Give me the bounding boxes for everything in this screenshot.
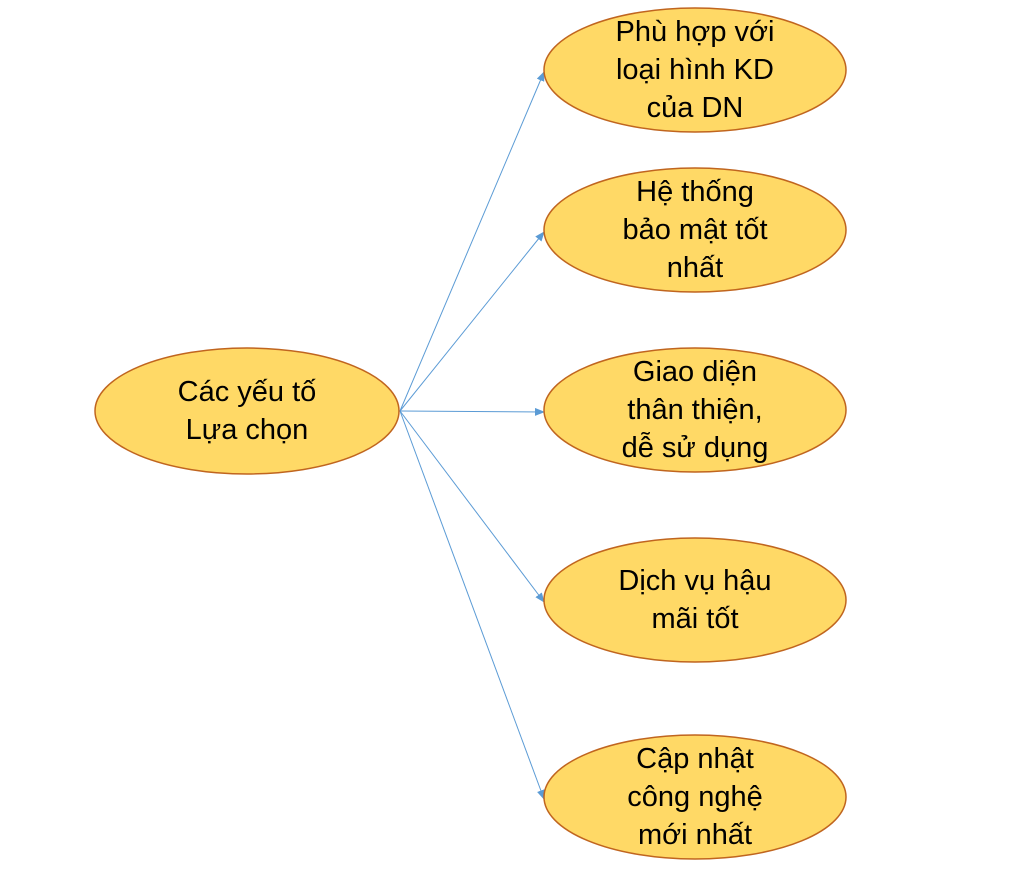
child-line: mới nhất [637,819,753,851]
child-line: Phù hợp với [615,16,775,48]
connector-arrow [399,410,545,603]
connector-arrow [399,410,545,800]
child-line: của DN [646,92,744,124]
root-ellipse [94,347,400,475]
connector-arrow [399,407,545,416]
child-node: Dịch vụ hậu mãi tốt [544,538,846,662]
child-ellipse [543,167,847,293]
root-node: Các yếu tố Lựa chọn [95,348,399,474]
child-node: Cập nhật công nghệ mới nhất [544,735,846,859]
connector-arrow [399,71,545,412]
child-ellipse [543,7,847,133]
child-node: Hệ thống bảo mật tốt nhất [544,168,846,292]
child-line: Cập nhật [636,743,754,775]
child-line: Dịch vụ hậu [618,565,772,597]
child-ellipse [543,734,847,860]
child-node: Giao diện thân thiện, dễ sử dụng [544,348,846,472]
child-line: dễ sử dụng [621,432,769,464]
child-line: mãi tốt [651,603,739,635]
child-ellipse [543,537,847,663]
child-node: Phù hợp với loại hình KD của DN [544,8,846,132]
child-line: Giao diện [632,356,758,388]
connector-arrow [399,231,545,412]
child-line: bảo mật tốt [622,214,768,246]
child-line: thân thiện, [627,394,763,426]
root-line: Lựa chọn [185,414,309,446]
root-line: Các yếu tố [177,376,317,408]
child-line: nhất [666,252,724,284]
child-line: Hệ thống [636,176,754,208]
child-ellipse [543,347,847,473]
child-line: công nghệ [627,781,763,813]
child-line: loại hình KD [615,54,774,86]
